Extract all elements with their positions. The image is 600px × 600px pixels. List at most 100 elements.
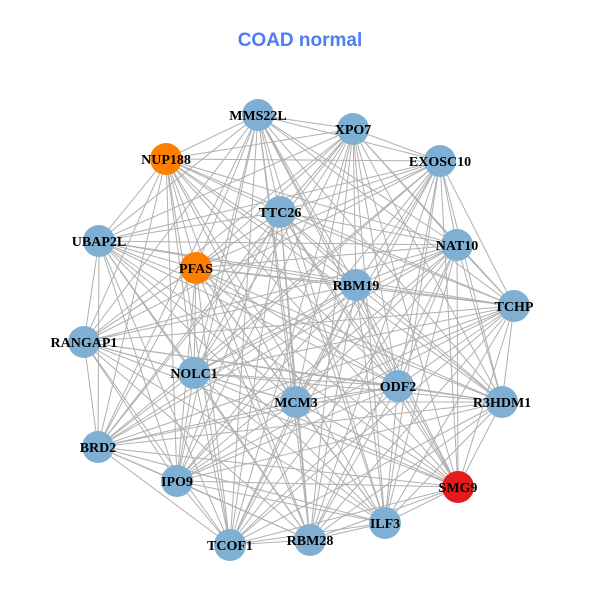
edge-NAT10-PFAS (195, 244, 458, 269)
edge-MMS22L-RANGAP1 (83, 114, 259, 343)
edge-R3HDM1-TCOF1 (229, 401, 503, 546)
edge-TCHP-RANGAP1 (83, 305, 515, 343)
node-BRD2[interactable]: BRD2 (80, 431, 117, 463)
node-circle[interactable] (486, 386, 518, 418)
node-circle[interactable] (294, 524, 326, 556)
node-IPO9[interactable]: IPO9 (161, 465, 193, 497)
edge-TCHP-ODF2 (397, 305, 515, 387)
node-label: EXOSC10 (409, 155, 471, 170)
node-circle[interactable] (280, 386, 312, 418)
node-MMS22L[interactable]: MMS22L (229, 99, 287, 131)
edge-UBAP2L-TCHP (98, 240, 515, 307)
node-circle[interactable] (369, 507, 401, 539)
edge-BRD2-ILF3 (97, 446, 386, 524)
node-label: NAT10 (436, 239, 479, 254)
edge-PFAS-BRD2 (97, 267, 197, 448)
edge-TCHP-TCOF1 (229, 305, 515, 546)
node-circle[interactable] (68, 326, 100, 358)
node-MCM3[interactable]: MCM3 (274, 386, 318, 418)
edge-RBM19-RBM28 (309, 284, 357, 541)
edge-EXOSC10-RANGAP1 (83, 160, 441, 343)
node-circle[interactable] (150, 143, 182, 175)
node-circle[interactable] (382, 370, 414, 402)
node-ILF3[interactable]: ILF3 (369, 507, 401, 539)
node-EXOSC10[interactable]: EXOSC10 (409, 145, 471, 177)
node-R3HDM1[interactable]: R3HDM1 (473, 386, 531, 418)
edge-RBM19-RANGAP1 (83, 284, 357, 343)
node-NAT10[interactable]: NAT10 (436, 229, 479, 261)
edge-RANGAP1-IPO9 (83, 341, 178, 482)
node-circle[interactable] (82, 431, 114, 463)
edge-MMS22L-NOLC1 (193, 114, 259, 374)
node-circle[interactable] (337, 113, 369, 145)
edge-TCHP-SMG9 (457, 305, 515, 488)
node-circle[interactable] (441, 229, 473, 261)
node-NOLC1[interactable]: NOLC1 (170, 357, 218, 389)
node-label: BRD2 (80, 441, 117, 456)
node-PFAS[interactable]: PFAS (179, 252, 213, 284)
edge-NOLC1-BRD2 (97, 372, 195, 448)
edge-XPO7-ODF2 (352, 128, 399, 387)
node-circle[interactable] (178, 357, 210, 389)
edge-EXOSC10-TCHP (439, 160, 515, 307)
node-label: XPO7 (335, 123, 372, 138)
node-RBM28[interactable]: RBM28 (287, 524, 334, 556)
edge-UBAP2L-RANGAP1 (83, 240, 100, 343)
node-label: ILF3 (370, 517, 400, 532)
edge-NOLC1-ILF3 (193, 372, 386, 524)
edge-XPO7-RBM19 (352, 128, 357, 286)
edge-XPO7-UBAP2L (98, 128, 354, 242)
node-circle[interactable] (442, 471, 474, 503)
node-NUP188[interactable]: NUP188 (141, 143, 191, 175)
edge-EXOSC10-RBM28 (309, 160, 441, 541)
edge-TCHP-R3HDM1 (501, 305, 515, 403)
edge-UBAP2L-PFAS (98, 240, 197, 269)
node-circle[interactable] (264, 196, 296, 228)
edge-XPO7-TTC26 (279, 128, 354, 213)
node-label: TCOF1 (207, 539, 253, 554)
node-label: RANGAP1 (51, 336, 118, 351)
edge-R3HDM1-IPO9 (176, 401, 503, 482)
node-XPO7[interactable]: XPO7 (335, 113, 372, 145)
edge-ODF2-TCOF1 (229, 385, 399, 546)
node-circle[interactable] (498, 290, 530, 322)
node-TCHP[interactable]: TCHP (495, 290, 534, 322)
node-circle[interactable] (242, 99, 274, 131)
edge-MMS22L-TTC26 (257, 114, 281, 213)
node-label: ODF2 (380, 380, 417, 395)
node-circle[interactable] (214, 529, 246, 561)
edge-EXOSC10-TCOF1 (229, 160, 441, 546)
edge-XPO7-BRD2 (97, 128, 354, 448)
edge-TCHP-IPO9 (176, 305, 515, 482)
edge-MCM3-SMG9 (295, 401, 459, 488)
node-ODF2[interactable]: ODF2 (380, 370, 417, 402)
edge-MMS22L-UBAP2L (98, 114, 259, 242)
node-RANGAP1[interactable]: RANGAP1 (51, 326, 118, 358)
edge-NUP188-RANGAP1 (83, 158, 167, 343)
edge-PFAS-NOLC1 (193, 267, 197, 374)
node-TCOF1[interactable]: TCOF1 (207, 529, 253, 561)
node-UBAP2L[interactable]: UBAP2L (72, 225, 126, 257)
edge-UBAP2L-MCM3 (98, 240, 297, 403)
node-circle[interactable] (424, 145, 456, 177)
edge-XPO7-NOLC1 (193, 128, 354, 374)
node-circle[interactable] (180, 252, 212, 284)
edge-MMS22L-ILF3 (257, 114, 386, 524)
node-circle[interactable] (340, 269, 372, 301)
edge-EXOSC10-IPO9 (176, 160, 441, 482)
edge-NAT10-NOLC1 (193, 244, 458, 374)
edge-RBM19-IPO9 (176, 284, 357, 482)
edge-ODF2-R3HDM1 (397, 385, 503, 403)
edge-EXOSC10-R3HDM1 (439, 160, 503, 403)
node-circle[interactable] (161, 465, 193, 497)
edge-RANGAP1-TCOF1 (83, 341, 231, 546)
edge-EXOSC10-SMG9 (439, 160, 459, 488)
node-RBM19[interactable]: RBM19 (333, 269, 380, 301)
edge-ODF2-BRD2 (97, 385, 399, 448)
node-TTC26[interactable]: TTC26 (259, 196, 302, 228)
node-circle[interactable] (83, 225, 115, 257)
node-SMG9[interactable]: SMG9 (439, 471, 478, 503)
edge-NOLC1-MCM3 (193, 372, 297, 403)
edge-TTC26-UBAP2L (98, 211, 281, 242)
edge-MCM3-ILF3 (295, 401, 386, 524)
